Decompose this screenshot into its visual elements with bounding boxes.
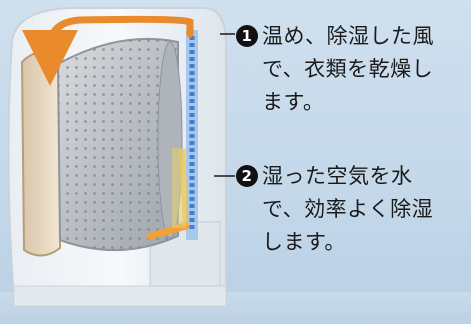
annotation-1-line-2: で、衣類を乾燥し — [262, 57, 434, 81]
annotation-2-line-3: します。 — [262, 230, 346, 254]
washer-cutaway-illustration — [7, 7, 235, 307]
annotation-2-text-1: 湿った空気を水 — [262, 164, 413, 188]
number-2-badge: 2 — [236, 165, 258, 187]
annotation-1-line-3: ます。 — [262, 90, 325, 114]
annotation-2-line-2: で、効率よく除湿 — [262, 197, 434, 221]
annotation-1-text-1: 温め、除湿した風 — [262, 24, 434, 48]
number-1-badge: 1 — [236, 25, 258, 47]
